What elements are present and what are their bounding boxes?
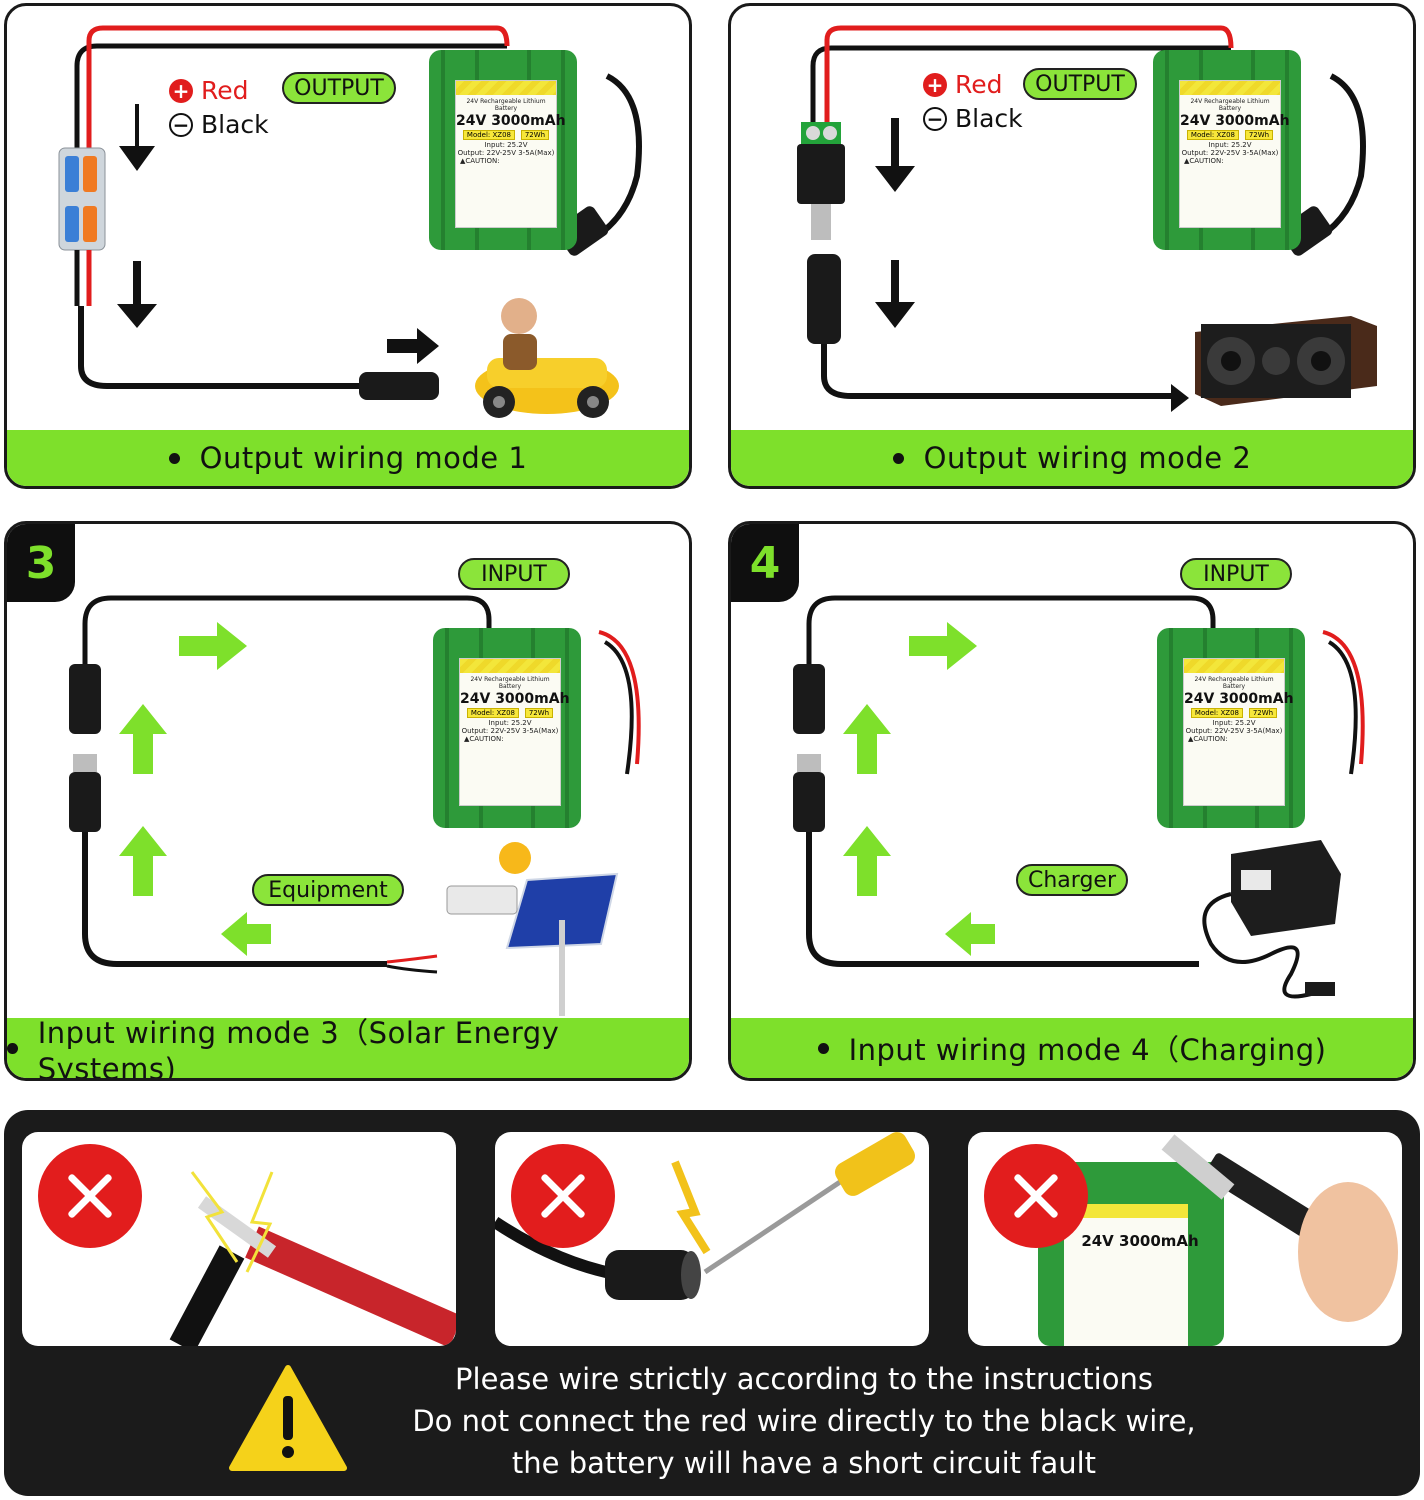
equipment-tag: Equipment xyxy=(252,874,404,906)
legend-red: + Red xyxy=(923,70,1003,99)
plus-icon: + xyxy=(169,78,193,103)
panel-mode-2: + Red − Black OUTPUT 24V Rechargeable Li… xyxy=(728,3,1416,489)
battery-pack: 24V Rechargeable Lithium Battery 24V 300… xyxy=(429,50,577,250)
prohibited-x-icon xyxy=(984,1144,1088,1248)
battery-caution: ▲CAUTION: xyxy=(1188,735,1228,743)
battery-label: 24V Rechargeable Lithium Battery 24V 300… xyxy=(1183,658,1294,806)
battery-output: Output: 22V-25V 3-5A(Max) xyxy=(1181,149,1279,157)
mode-1-wiring-art xyxy=(58,25,642,418)
battery-output: Output: 22V-25V 3-5A(Max) xyxy=(457,149,555,157)
battery-model: Model: XZ08 xyxy=(1190,708,1244,718)
battery-capacity: 24V 3000mAh xyxy=(460,691,570,707)
plus-icon: + xyxy=(923,72,947,97)
panel-mode-1: + Red − Black OUTPUT 24V Rechargeable Li… xyxy=(4,3,692,489)
warning-message: Please wire strictly according to the in… xyxy=(384,1358,1224,1484)
mode-1-caption: Output wiring mode 1 xyxy=(7,430,689,486)
battery-label: 24V Rechargeable Lithium Battery 24V 300… xyxy=(455,80,566,228)
battery-caution: ▲CAUTION: xyxy=(460,157,500,165)
warning-line-2: Do not connect the red wire directly to … xyxy=(412,1404,1196,1438)
mode-3-caption: Input wiring mode 3（Solar Energy Systems… xyxy=(7,1016,689,1078)
mode-3-wiring-art xyxy=(69,595,641,1016)
caution-triangle-icon xyxy=(229,1365,347,1471)
shorted-wires-illustration xyxy=(169,1171,456,1346)
legend-black-label: Black xyxy=(955,104,1023,133)
mode-1-caption-text: Output wiring mode 1 xyxy=(199,441,528,475)
battery-model: Model: XZ08 xyxy=(466,708,520,718)
battery-pack: 24V Rechargeable Lithium Battery 24V 300… xyxy=(1157,628,1305,828)
battery-input: Input: 25.2V xyxy=(484,141,528,149)
battery-capacity: 24V 3000mAh xyxy=(1184,691,1294,707)
mode-3-caption-text: Input wiring mode 3（Solar Energy Systems… xyxy=(37,1016,560,1081)
mode-3-number: 3 xyxy=(7,524,75,602)
warning-card-short-wires xyxy=(22,1132,456,1346)
battery-model: Model: XZ08 xyxy=(462,130,516,140)
legend-black-label: Black xyxy=(201,110,269,139)
legend-red: + Red xyxy=(169,76,249,105)
mode-4-caption-text: Input wiring mode 4（Charging) xyxy=(848,1033,1327,1067)
battery-capacity: 24V 3000mAh xyxy=(456,113,566,129)
output-tag: OUTPUT xyxy=(1023,68,1137,100)
warning-line-1: Please wire strictly according to the in… xyxy=(455,1362,1153,1396)
battery-label: 24V Rechargeable Lithium Battery 24V 300… xyxy=(459,658,570,806)
battery-model: Model: XZ08 xyxy=(1186,130,1240,140)
warning-card-cut-battery: 24V 3000mAh xyxy=(968,1132,1402,1346)
output-tag: OUTPUT xyxy=(282,72,396,104)
warning-card-metal-in-jack xyxy=(495,1132,929,1346)
battery-title: 24V Rechargeable Lithium Battery xyxy=(470,676,550,690)
input-tag: INPUT xyxy=(458,558,570,590)
warning-line-3: the battery will have a short circuit fa… xyxy=(511,1446,1097,1480)
battery-input: Input: 25.2V xyxy=(1212,719,1256,727)
mode-2-caption-text: Output wiring mode 2 xyxy=(923,441,1252,475)
battery-output: Output: 22V-25V 3-5A(Max) xyxy=(461,727,559,735)
prohibited-x-icon xyxy=(511,1144,615,1248)
panel-mode-3: 3 INPUT Equipment 24V Rechargeable Lithi… xyxy=(4,521,692,1081)
battery-energy: 72Wh xyxy=(520,130,550,140)
mode-2-caption: Output wiring mode 2 xyxy=(731,430,1413,486)
battery-pack: 24V Rechargeable Lithium Battery 24V 300… xyxy=(433,628,581,828)
panel-mode-4: 4 INPUT Charger 24V Rechargeable Lithium… xyxy=(728,521,1416,1081)
battery-energy: 72Wh xyxy=(524,708,554,718)
legend-red-label: Red xyxy=(201,76,249,105)
battery-pack: 24V Rechargeable Lithium Battery 24V 300… xyxy=(1153,50,1301,250)
battery-capacity: 24V 3000mAh xyxy=(1180,113,1290,129)
minus-icon: − xyxy=(923,106,947,131)
input-tag: INPUT xyxy=(1180,558,1292,590)
warning-section: 24V 3000mAh Please wire strictly accordi… xyxy=(4,1110,1420,1496)
charger-tag: Charger xyxy=(1016,864,1128,896)
battery-caution: ▲CAUTION: xyxy=(1184,157,1224,165)
battery-energy: 72Wh xyxy=(1248,708,1278,718)
cut-battery-capacity: 24V 3000mAh xyxy=(1081,1232,1199,1250)
legend-black: − Black xyxy=(923,104,1023,133)
battery-input: Input: 25.2V xyxy=(488,719,532,727)
prohibited-x-icon xyxy=(38,1144,142,1248)
legend-red-label: Red xyxy=(955,70,1003,99)
battery-energy: 72Wh xyxy=(1244,130,1274,140)
minus-icon: − xyxy=(169,112,193,137)
battery-output: Output: 22V-25V 3-5A(Max) xyxy=(1185,727,1283,735)
screwdriver-jack-illustration xyxy=(495,1132,915,1300)
battery-title: 24V Rechargeable Lithium Battery xyxy=(1194,676,1274,690)
mode-4-wiring-art xyxy=(793,595,1365,999)
battery-input: Input: 25.2V xyxy=(1208,141,1252,149)
battery-title: 24V Rechargeable Lithium Battery xyxy=(466,98,546,112)
mode-2-wiring-art xyxy=(797,25,1377,412)
legend-black: − Black xyxy=(169,110,269,139)
battery-label: 24V Rechargeable Lithium Battery 24V 300… xyxy=(1179,80,1290,228)
battery-caution: ▲CAUTION: xyxy=(464,735,504,743)
mode-4-caption: Input wiring mode 4（Charging) xyxy=(731,1018,1413,1078)
battery-title: 24V Rechargeable Lithium Battery xyxy=(1190,98,1270,112)
mode-4-number: 4 xyxy=(731,524,799,602)
